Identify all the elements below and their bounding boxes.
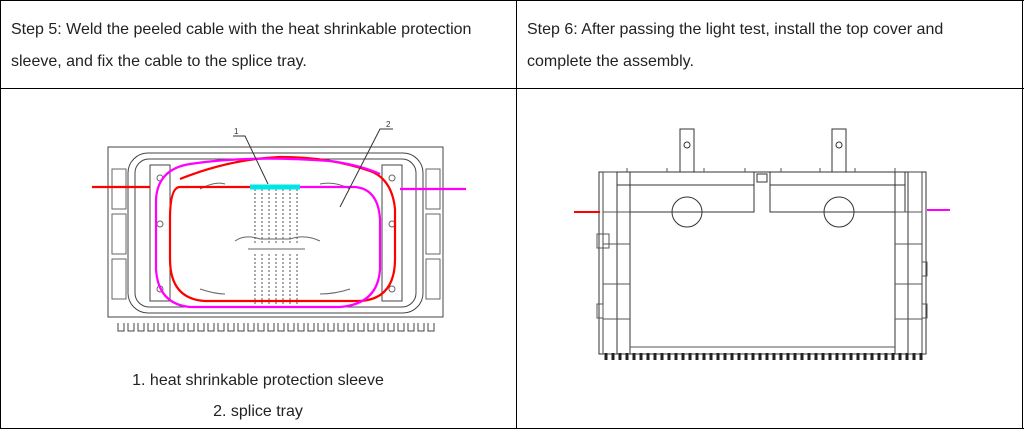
table-border-right — [1022, 0, 1023, 429]
table-border-top — [0, 0, 1024, 1]
callout-2: 2 — [386, 120, 391, 129]
bottom-teeth — [604, 353, 923, 360]
table-column-divider — [516, 0, 517, 429]
table-row-divider — [0, 88, 1024, 89]
callout-lines — [233, 128, 393, 208]
red-cable — [92, 155, 397, 303]
splice-tray-diagram: 1 2 — [92, 120, 466, 332]
bottom-teeth — [117, 323, 435, 332]
callout-1: 1 — [234, 127, 239, 136]
step-6-text: Step 6: After passing the light test, in… — [527, 21, 944, 70]
step-5-text: Step 5: Weld the peeled cable with the h… — [11, 21, 472, 70]
caption-1: 1. heat shrinkable protection sleeve — [132, 372, 384, 389]
magenta-cable — [154, 157, 466, 309]
caption-2: 2. splice tray — [213, 403, 303, 420]
table-border-left — [0, 0, 1, 429]
assembled-closure-diagram — [574, 128, 950, 360]
splice-slots — [254, 189, 298, 304]
